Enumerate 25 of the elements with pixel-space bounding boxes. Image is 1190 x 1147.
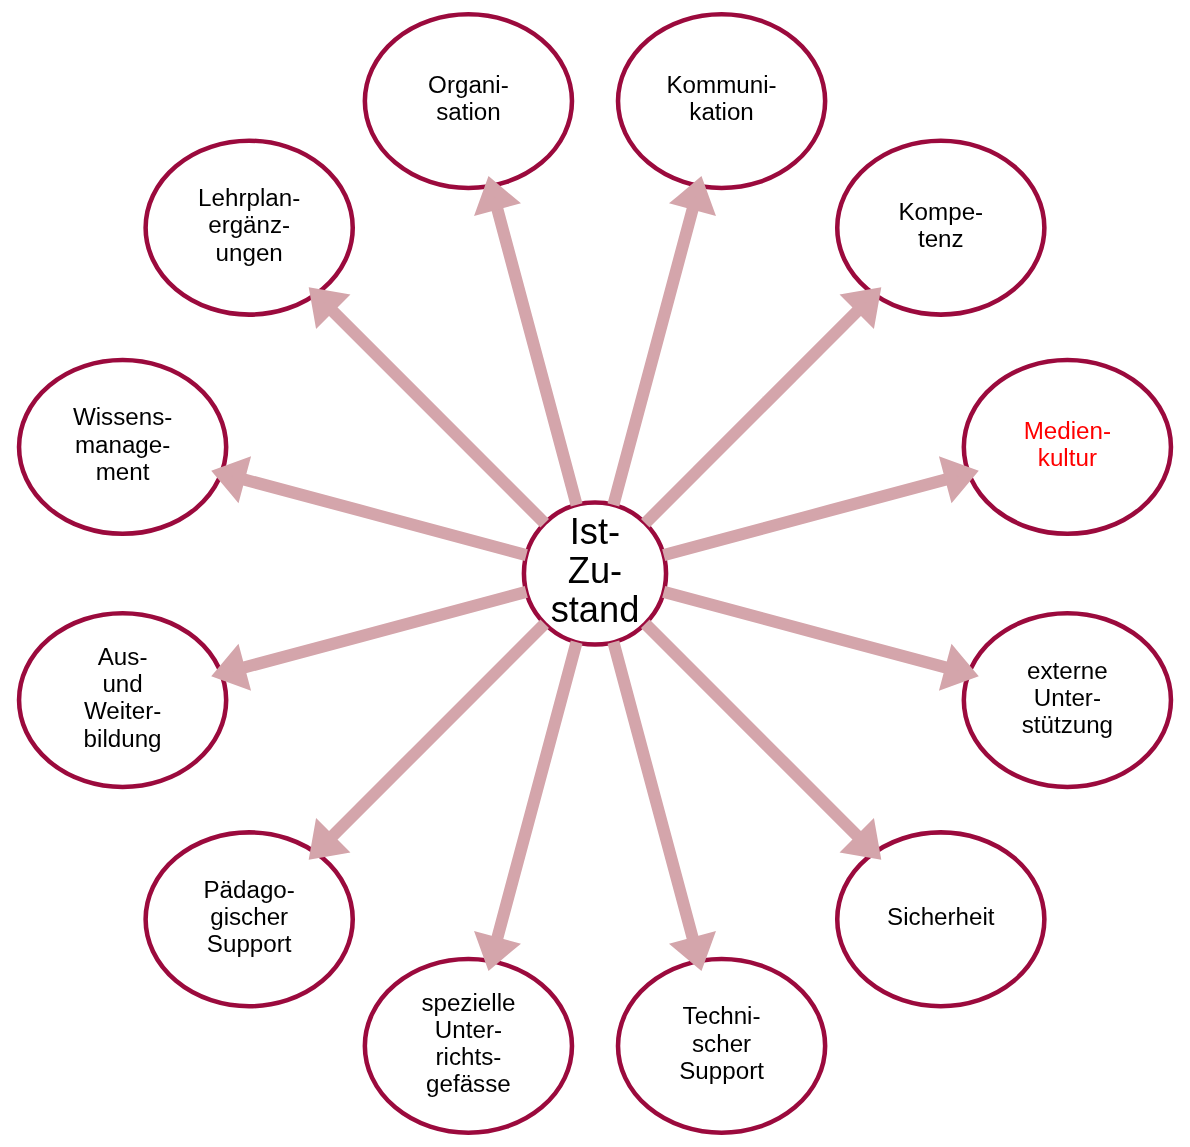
node-ellipse: Medien- kultur xyxy=(961,357,1174,537)
arrow xyxy=(211,586,528,691)
node-ellipse: Techni- scher Support xyxy=(615,956,828,1136)
arrow xyxy=(641,287,882,528)
arrow xyxy=(211,456,528,561)
node-ellipse: Pädago- gischer Support xyxy=(143,830,355,1009)
arrow xyxy=(474,176,583,507)
node-ellipse: Wissens- manage- ment xyxy=(16,357,229,537)
arrow xyxy=(662,586,979,691)
node-ellipse: spezielle Unter- richts- gefässe xyxy=(362,956,575,1136)
arrow xyxy=(662,456,979,561)
arrow xyxy=(308,619,549,860)
arrow xyxy=(308,287,549,528)
node-ellipse: Kompe- tenz xyxy=(835,138,1047,317)
arrow xyxy=(607,640,716,971)
node-ellipse: Kommuni- kation xyxy=(615,11,828,191)
arrow xyxy=(607,176,716,507)
node-ellipse: Lehrplan- ergänz- ungen xyxy=(143,138,355,317)
node-ellipse: Organi- sation xyxy=(362,11,575,191)
node-ellipse: externe Unter- stützung xyxy=(961,610,1174,790)
arrow xyxy=(474,640,583,971)
node-circle: Ist- Zu- stand xyxy=(521,500,669,647)
node-ellipse: Aus- und Weiter- bildung xyxy=(16,610,229,790)
node-ellipse: Sicherheit xyxy=(835,830,1047,1009)
arrow xyxy=(641,619,882,860)
